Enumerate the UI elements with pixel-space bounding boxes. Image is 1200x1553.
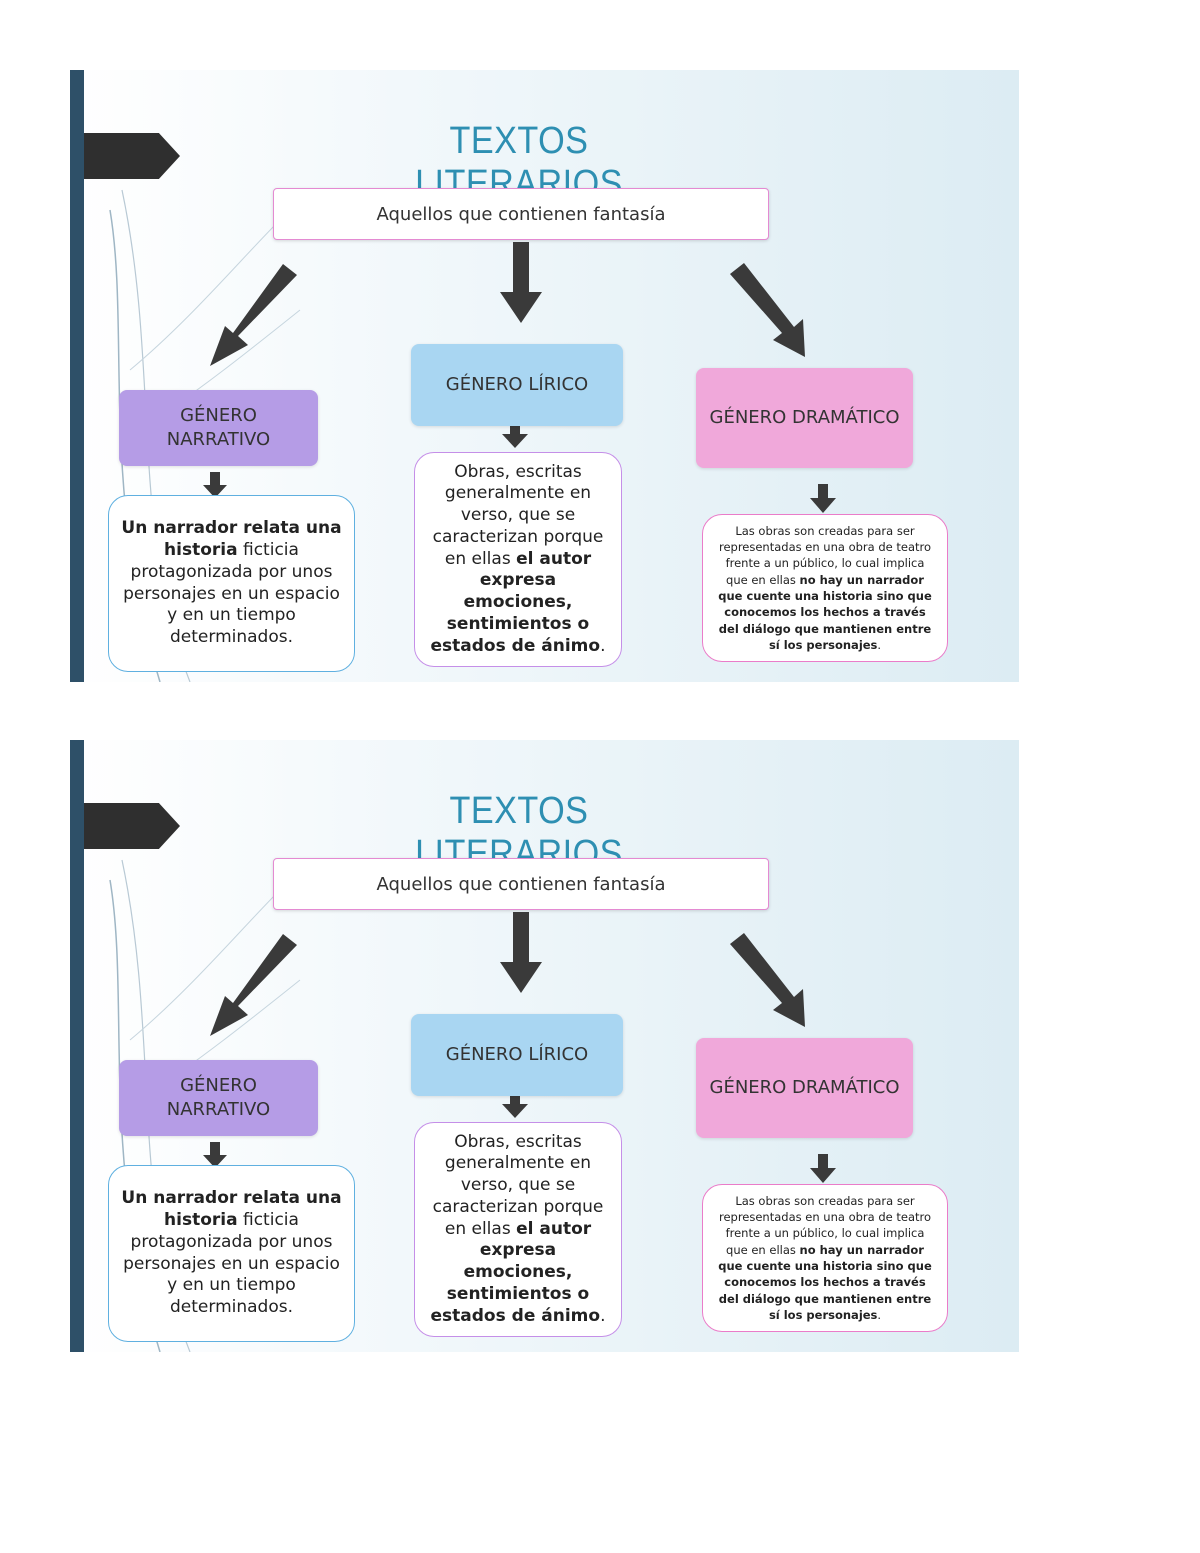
genero-narrativo-node: GÉNERO NARRATIVO bbox=[119, 1060, 318, 1136]
slide-arrow-tab bbox=[84, 133, 180, 179]
lirico-desc-end: . bbox=[600, 1305, 606, 1326]
narrativo-description: Un narrador relata una historia ficticia… bbox=[108, 1165, 355, 1342]
arrow-to-lirico bbox=[500, 242, 542, 323]
dramatico-desc-text: Las obras son creadas para ser represent… bbox=[718, 523, 932, 587]
lirico-desc-text: Obras, escritas generalmente en verso, q… bbox=[432, 461, 604, 569]
slide-sidebar-bar bbox=[70, 740, 84, 1352]
genero-narrativo-label-line2: NARRATIVO bbox=[166, 429, 271, 450]
narrativo-desc-text: ficticia protagonizada por unos personaj… bbox=[123, 1210, 340, 1317]
genero-dramatico-node: GÉNERO DRAMÁTICO bbox=[696, 368, 913, 468]
root-node-label: Aquellos que contienen fantasía bbox=[376, 203, 666, 225]
root-node-label: Aquellos que contienen fantasía bbox=[376, 873, 666, 895]
genero-lirico-label: GÉNERO LÍRICO bbox=[445, 1044, 589, 1065]
lirico-description: Obras, escritas generalmente en verso, q… bbox=[414, 1122, 622, 1337]
slide: TEXTOS LITERARIOS Aquellos que contienen… bbox=[70, 70, 1019, 682]
root-node: Aquellos que contienen fantasía bbox=[273, 858, 769, 910]
genero-narrativo-label-line2: NARRATIVO bbox=[166, 1099, 271, 1120]
root-node: Aquellos que contienen fantasía bbox=[273, 188, 769, 240]
arrow-to-lirico bbox=[500, 912, 542, 993]
dramatico-desc-text: Las obras son creadas para ser represent… bbox=[718, 1193, 932, 1257]
narrativo-desc-bold: Un narrador relata una historia bbox=[121, 518, 342, 560]
genero-lirico-node: GÉNERO LÍRICO bbox=[411, 344, 623, 426]
dramatico-desc-end: . bbox=[877, 637, 882, 652]
dramatico-desc-bold: no hay un narrador que cuente una histor… bbox=[718, 1242, 932, 1322]
dramatico-desc-end: . bbox=[877, 1307, 882, 1322]
genero-narrativo-label-line1: GÉNERO bbox=[180, 1075, 257, 1096]
narrativo-desc-bold: Un narrador relata una historia bbox=[121, 1188, 342, 1230]
lirico-desc-text: Obras, escritas generalmente en verso, q… bbox=[432, 1131, 604, 1239]
slide-arrow-tab bbox=[84, 803, 180, 849]
arrow-to-dramatico bbox=[730, 263, 805, 357]
arrow-dramatico-desc bbox=[810, 484, 836, 513]
lirico-desc-bold: el autor expresa emociones, sentimientos… bbox=[430, 548, 601, 656]
narrativo-desc-text: ficticia protagonizada por unos personaj… bbox=[123, 540, 340, 647]
genero-dramatico-node: GÉNERO DRAMÁTICO bbox=[696, 1038, 913, 1138]
genero-lirico-node: GÉNERO LÍRICO bbox=[411, 1014, 623, 1096]
dramatico-desc-bold: no hay un narrador que cuente una histor… bbox=[718, 572, 932, 652]
slide-sidebar-bar bbox=[70, 70, 84, 682]
dramatico-description: Las obras son creadas para ser represent… bbox=[702, 1184, 948, 1332]
arrow-dramatico-desc bbox=[810, 1154, 836, 1183]
genero-narrativo-node: GÉNERO NARRATIVO bbox=[119, 390, 318, 466]
narrativo-description: Un narrador relata una historia ficticia… bbox=[108, 495, 355, 672]
slide: TEXTOS LITERARIOS Aquellos que contienen… bbox=[70, 740, 1019, 1352]
lirico-desc-bold: el autor expresa emociones, sentimientos… bbox=[430, 1218, 601, 1326]
dramatico-description: Las obras son creadas para ser represent… bbox=[702, 514, 948, 662]
genero-lirico-label: GÉNERO LÍRICO bbox=[445, 374, 589, 395]
lirico-desc-end: . bbox=[600, 635, 606, 656]
lirico-description: Obras, escritas generalmente en verso, q… bbox=[414, 452, 622, 667]
genero-narrativo-label-line1: GÉNERO bbox=[180, 405, 257, 426]
arrow-to-dramatico bbox=[730, 933, 805, 1027]
genero-dramatico-label: GÉNERO DRAMÁTICO bbox=[709, 1077, 900, 1098]
genero-dramatico-label: GÉNERO DRAMÁTICO bbox=[709, 407, 900, 428]
